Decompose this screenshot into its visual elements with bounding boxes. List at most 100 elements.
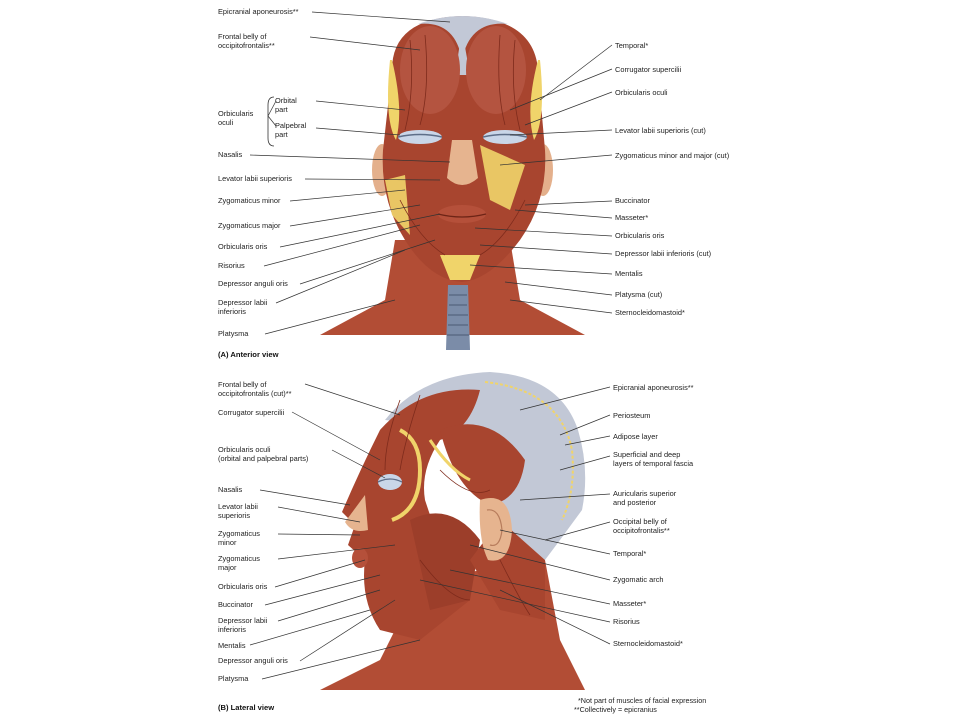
a-right-label-1: Corrugator supercilii — [615, 65, 682, 74]
leader-line — [304, 383, 401, 416]
leader-line — [559, 414, 611, 436]
leader-line — [289, 189, 406, 202]
l-right-label-1: Periosteum — [613, 411, 651, 420]
l-right-label-6: Temporal* — [613, 549, 647, 558]
a-right-label-10: Platysma (cut) — [615, 290, 663, 299]
l-left-label-8: Buccinator — [218, 600, 253, 609]
leader-line — [449, 569, 611, 605]
leader-line — [304, 178, 441, 181]
l-left-label-7: Orbicularis oris — [218, 582, 268, 591]
lateral-caption: (B) Lateral view — [218, 703, 275, 712]
leader-line — [544, 521, 611, 541]
leader-line — [524, 200, 613, 206]
a-right-label-2: Orbicularis oculi — [615, 88, 668, 97]
orbicularis-bracket — [267, 96, 275, 147]
a-left-label-8: Zygomaticus major — [218, 221, 281, 230]
leader-line — [263, 224, 421, 267]
leader-line — [277, 506, 361, 523]
leader-line — [277, 533, 361, 536]
lateral-head — [320, 372, 586, 690]
leader-line — [267, 115, 277, 127]
leader-line — [499, 154, 613, 166]
a-right-label-7: Orbicularis oris — [615, 231, 665, 240]
leader-line — [469, 264, 613, 275]
l-right-label-8: Masseter* — [613, 599, 647, 608]
leader-line — [469, 544, 611, 581]
l-right-label-2: Adipose layer — [613, 432, 658, 441]
leader-line — [509, 68, 613, 111]
a-right-label-3: Levator labii superioris (cut) — [615, 126, 706, 135]
a-left-label-9: Orbicularis oris — [218, 242, 268, 251]
a-left-label-7: Zygomaticus minor — [218, 196, 281, 205]
leader-lines — [249, 11, 613, 680]
a-left-label-5: Nasalis — [218, 150, 243, 159]
a-right-label-8: Depressor labii inferioris (cut) — [615, 249, 712, 258]
anterior-head — [320, 16, 585, 350]
a-left-label-10: Risorius — [218, 261, 245, 270]
footnote-1: *Not part of muscles of facial expressio… — [578, 696, 707, 705]
a-left-label-0: Epicranial aponeurosis** — [218, 7, 299, 16]
leader-line — [474, 227, 613, 237]
leader-line — [315, 100, 406, 111]
leader-line — [249, 609, 371, 646]
anterior-caption: (A) Anterior view — [218, 350, 279, 359]
leader-line — [479, 244, 613, 255]
leader-line — [279, 213, 441, 248]
a-right-label-4: Zygomaticus minor and major (cut) — [615, 151, 730, 160]
leader-line — [275, 249, 406, 304]
leader-line — [514, 209, 613, 219]
leader-line — [249, 154, 451, 163]
leader-line — [539, 44, 613, 101]
l-left-label-1: Corrugator supercilii — [218, 408, 285, 417]
leader-line — [289, 204, 421, 227]
leader-line — [499, 589, 611, 645]
leader-line — [564, 435, 611, 446]
a-right-label-6: Masseter* — [615, 213, 649, 222]
l-left-label-12: Platysma — [218, 674, 249, 683]
leader-line — [311, 11, 451, 23]
leader-line — [267, 100, 277, 117]
l-left-label-11: Depressor anguli oris — [218, 656, 288, 665]
leader-line — [509, 129, 613, 136]
leader-line — [299, 239, 436, 285]
a-right-label-5: Buccinator — [615, 196, 650, 205]
l-right-label-9: Risorius — [613, 617, 640, 626]
a-right-label-0: Temporal* — [615, 41, 649, 50]
a-left-label-11: Depressor anguli oris — [218, 279, 288, 288]
footnote-2: **Collectively = epicranius — [574, 705, 657, 714]
leader-line — [331, 449, 386, 479]
leader-line — [291, 411, 381, 461]
l-right-label-10: Sternocleidomastoid* — [613, 639, 683, 648]
l-left-label-10: Mentalis — [218, 641, 246, 650]
leader-line — [509, 299, 613, 314]
l-right-label-7: Zygomatic arch — [613, 575, 664, 584]
leader-line — [264, 299, 396, 335]
a-left-label-13: Platysma — [218, 329, 249, 338]
a-right-label-11: Sternocleidomastoid* — [615, 308, 685, 317]
leader-line — [559, 455, 611, 471]
leader-line — [277, 544, 396, 560]
leader-line — [419, 579, 611, 623]
l-left-label-3: Nasalis — [218, 485, 243, 494]
leader-line — [315, 127, 401, 136]
leader-line — [277, 589, 381, 622]
leader-line — [524, 91, 613, 126]
leader-line — [504, 281, 613, 296]
a-right-label-9: Mentalis — [615, 269, 643, 278]
leader-line — [264, 574, 381, 606]
